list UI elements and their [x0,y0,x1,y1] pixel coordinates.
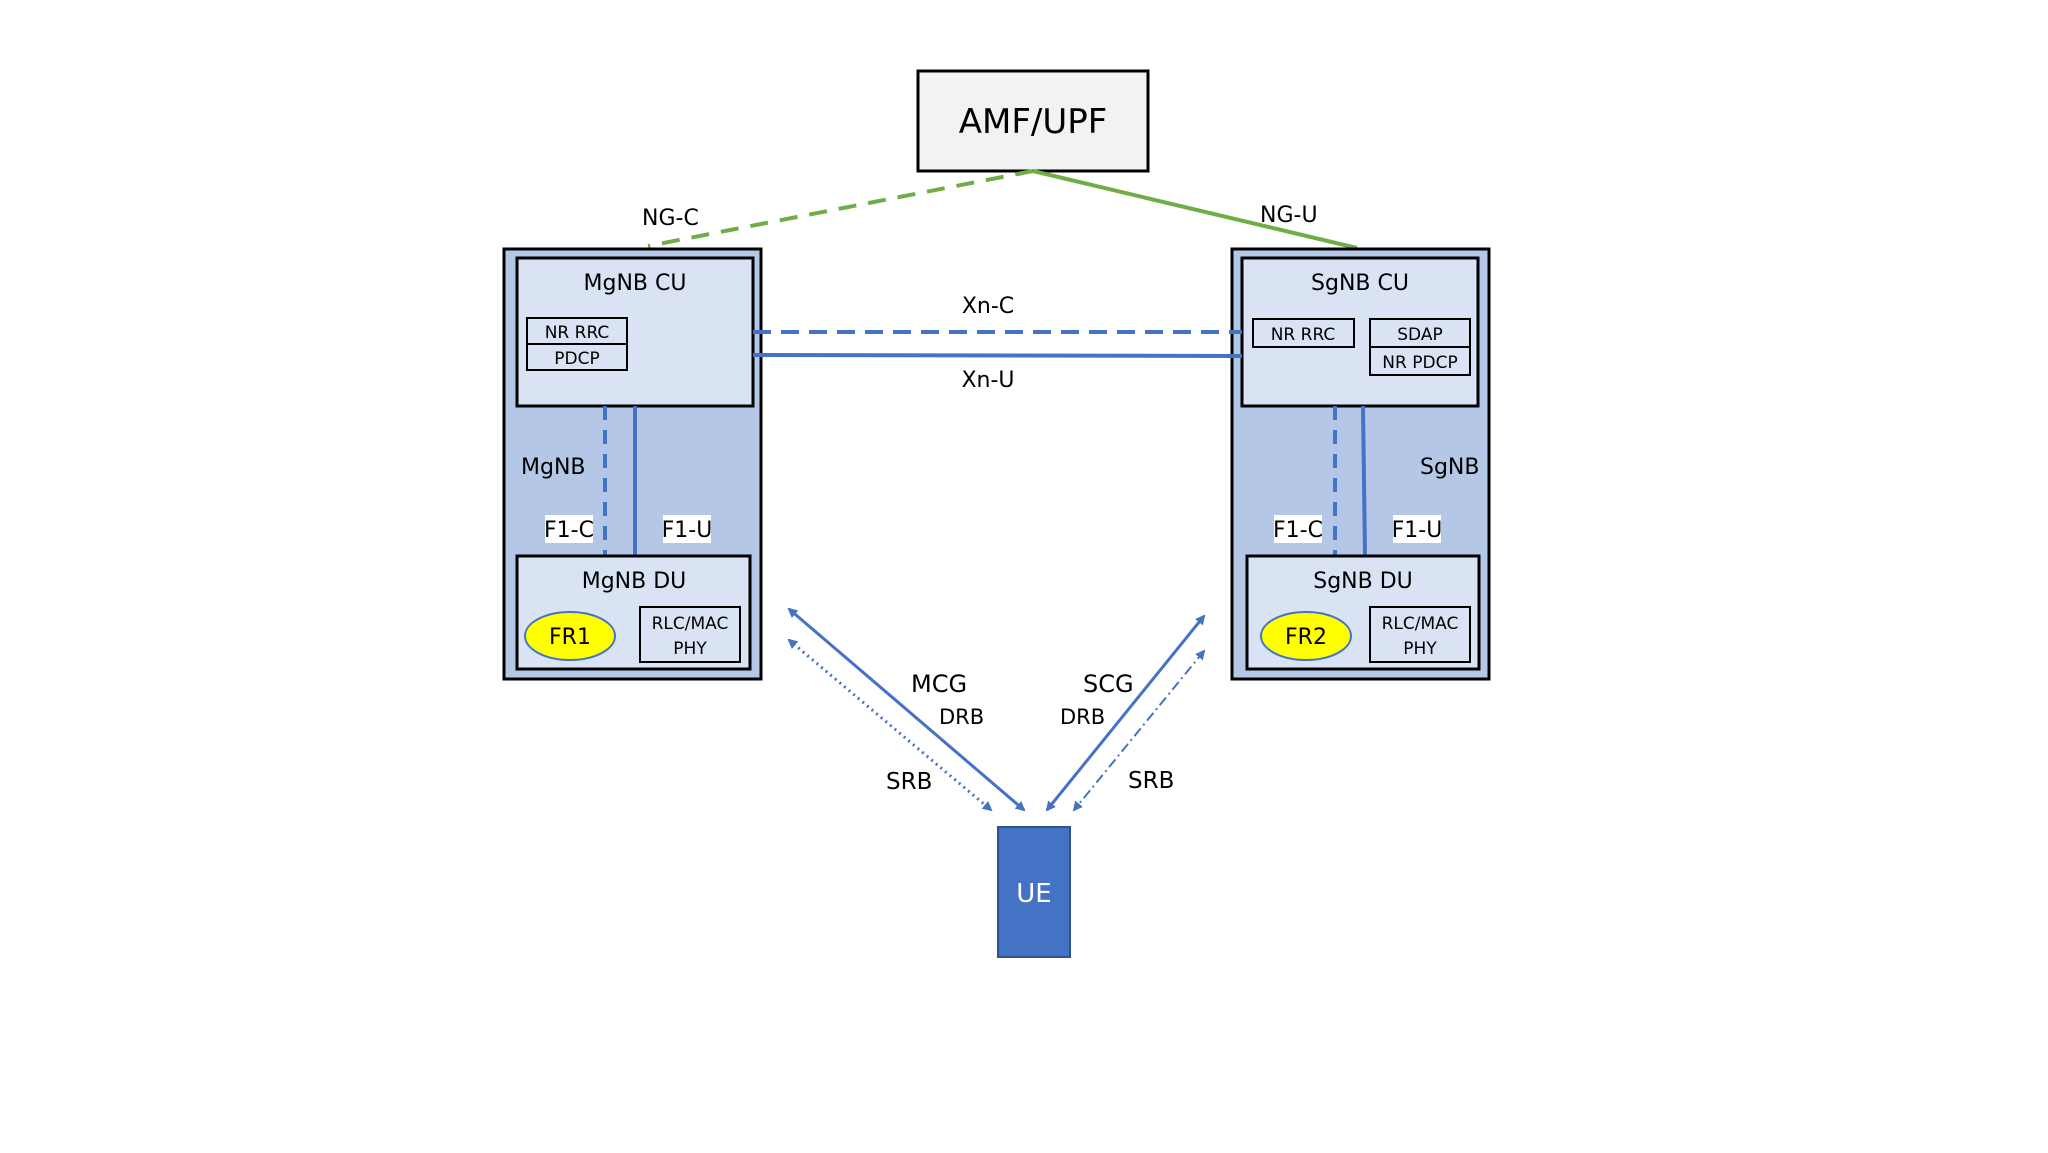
mgnb-label: MgNB [521,455,586,480]
mgnb-phy-label: PHY [673,639,707,659]
sgnb-cu-title: SgNB CU [1311,271,1409,296]
srb-left-label: SRB [886,769,932,795]
sgnb-f1-u-link [1361,405,1367,557]
mcg-srb-link [787,638,993,812]
ng-u-link [1032,169,1358,250]
sgnb-f1-u-label: F1-U [1392,518,1443,543]
mgnb-pdcp-label: PDCP [554,349,599,369]
sgnb-sdap-label: SDAP [1397,325,1442,345]
amf-upf-label: AMF/UPF [959,102,1108,142]
ng-c-link [647,169,1034,248]
ng-u-label: NG-U [1260,203,1318,228]
xn-u-label: Xn-U [961,368,1014,393]
sgnb-nr-pdcp-label: NR PDCP [1382,353,1457,373]
xn-u-link [752,353,1243,358]
drb-right-label: DRB [1060,705,1105,729]
sgnb-du: SgNB DU FR2 RLC/MAC PHY [1245,554,1481,671]
scg-srb-link [1072,649,1206,812]
fr1-ellipse [524,611,616,661]
sgnb-phy-label: PHY [1403,639,1437,659]
sgnb-nr-rrc-box [1252,318,1355,348]
mgnb-du: MgNB DU FR1 RLC/MAC PHY [515,554,752,671]
sgnb-du-title: SgNB DU [1313,569,1413,594]
mgnb-cu-title: MgNB CU [584,271,687,296]
ng-c-label: NG-C [642,206,699,231]
drb-left-label: DRB [939,705,984,729]
ue-node: UE [997,826,1071,958]
mgnb-nr-rrc-label: NR RRC [545,323,610,343]
mgnb-rlc-mac-label: RLC/MAC [652,614,729,634]
sgnb-rlc-mac-label: RLC/MAC [1382,614,1459,634]
sgnb-nr-rrc-label: NR RRC [1271,325,1336,345]
scg-label: SCG [1083,670,1134,698]
mgnb-f1-c-label: F1-C [544,518,594,543]
mgnb-du-title: MgNB DU [582,569,687,594]
mgnb-cu: MgNB CU NR RRC PDCP [515,256,755,408]
sgnb-rlc-mac-phy-box [1369,606,1471,663]
fr2-label: FR2 [1285,625,1327,650]
fr2-ellipse [1260,611,1352,661]
sgnb-label: SgNB [1420,455,1479,480]
srb-right-label: SRB [1128,768,1174,794]
ue-label: UE [1016,879,1051,909]
mgnb-rlc-mac-phy-box [639,606,741,663]
xn-c-label: Xn-C [962,294,1014,319]
amf-upf-node: AMF/UPF [916,69,1150,173]
mgnb-pdcp-box [526,343,628,371]
mgnb-f1-u-label: F1-U [662,518,713,543]
mcg-label: MCG [911,670,967,698]
fr1-label: FR1 [549,625,591,650]
sgnb-cu: SgNB CU NR RRC SDAP NR PDCP [1240,256,1480,408]
sgnb-f1-c-label: F1-C [1273,518,1323,543]
sgnb-nr-pdcp-box [1369,346,1471,376]
